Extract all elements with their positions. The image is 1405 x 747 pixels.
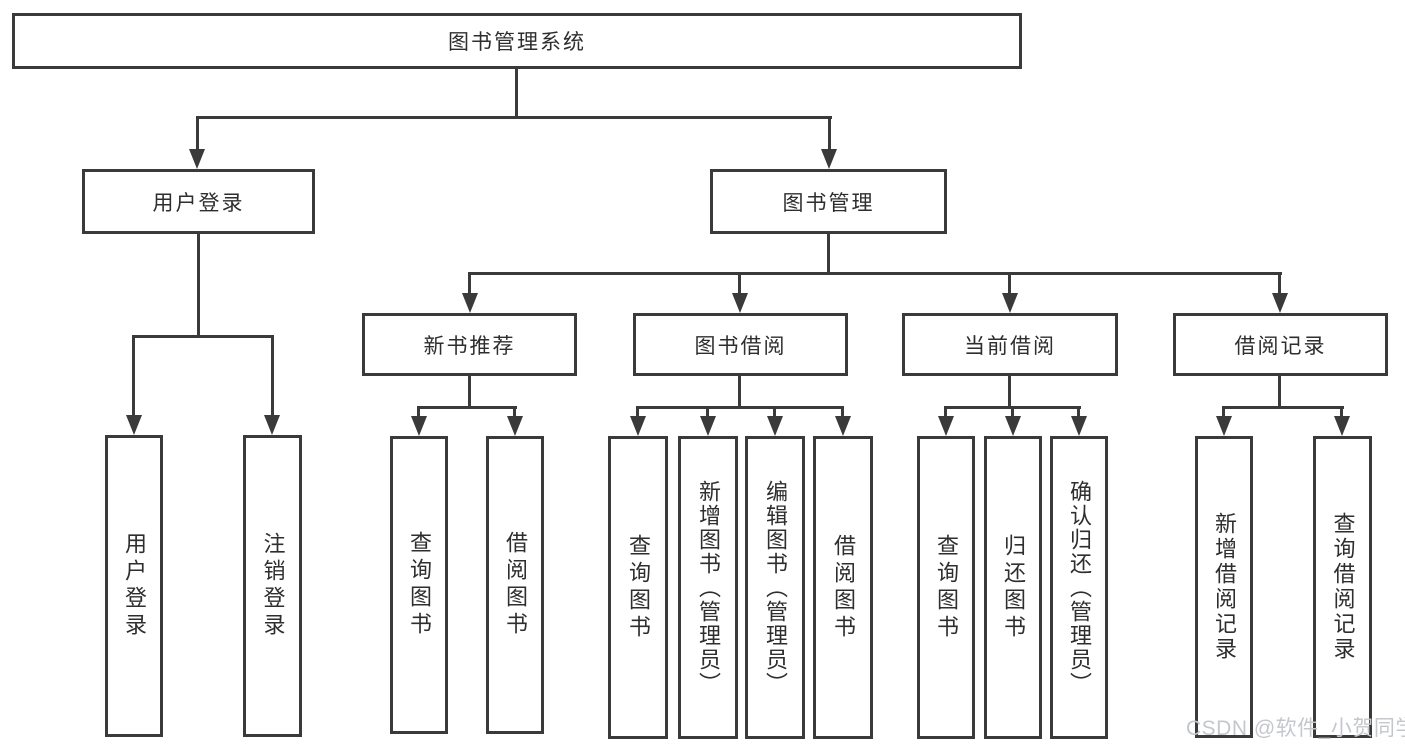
leaf-borrow-book-recommend: 借阅图书 [486,436,544,734]
node-current-borrow-label: 当前借阅 [964,334,1056,358]
leaf-query-book-recommend-label: 查询图书 [407,531,432,639]
connector-line [841,406,844,418]
arrow-down-icon [1071,416,1087,436]
node-book-management: 图书管理 [710,169,947,234]
leaf-return-book-label: 归还图书 [1001,533,1026,642]
arrow-down-icon [835,416,851,436]
connector-line [828,116,831,152]
node-book-management-label: 图书管理 [782,191,875,215]
csdn-watermark: CSDN @软件_小贺同学 [1186,717,1405,740]
leaf-borrow-book-label: 借阅图书 [831,533,856,642]
connector-line [1008,272,1011,297]
connector-line [944,406,947,418]
leaf-query-borrow-record: 查询借阅记录 [1313,436,1372,738]
connector-line [1077,406,1080,418]
node-user-login-label: 用户登录 [152,191,245,215]
leaf-user-login-label: 用户登录 [122,532,147,640]
connector-line [1278,376,1281,409]
connector-line [417,406,420,418]
leaf-add-book-admin: 新增图书（管理员） [678,436,738,739]
leaf-add-book-admin-label: 新增图书（管理员） [696,479,721,696]
leaf-edit-book-admin: 编辑图书（管理员） [745,436,805,739]
connector-line [1340,406,1343,418]
leaf-query-book-current-label: 查询图书 [934,533,959,642]
connector-line [197,233,200,338]
arrow-down-icon [1216,416,1232,436]
arrow-down-icon [732,293,748,313]
arrow-down-icon [700,416,716,436]
connector-line [827,233,830,275]
connector-line [132,335,135,417]
node-library-system: 图书管理系统 [12,13,1022,69]
node-book-borrow: 图书借阅 [633,313,848,376]
connector-line [636,406,639,418]
connector-line [773,406,776,418]
arrow-down-icon [1272,293,1288,313]
arrow-down-icon [411,416,427,436]
connector-line [132,335,274,338]
leaf-return-book: 归还图书 [984,436,1042,739]
node-borrow-record-label: 借阅记录 [1234,334,1327,358]
arrow-down-icon [767,416,783,436]
node-new-book-recommend-label: 新书推荐 [423,334,516,358]
connector-line [417,406,517,409]
node-book-borrow-label: 图书借阅 [694,334,787,358]
leaf-add-borrow-record: 新增借阅记录 [1195,436,1253,738]
node-new-book-recommend: 新书推荐 [362,313,577,376]
connector-line [1011,406,1014,418]
leaf-logout: 注销登录 [243,435,302,737]
connector-line [468,376,471,409]
leaf-confirm-return-admin: 确认归还（管理员） [1050,436,1108,739]
connector-line [1008,376,1011,409]
node-library-system-label: 图书管理系统 [448,31,586,54]
arrow-down-icon [462,293,478,313]
leaf-query-book-current: 查询图书 [917,436,975,739]
arrow-down-icon [630,416,646,436]
leaf-edit-book-admin-label: 编辑图书（管理员） [763,479,788,696]
connector-line [513,406,516,418]
connector-line [706,406,709,418]
connector-line [1222,406,1225,418]
connector-line [196,116,199,152]
connector-line [271,335,274,417]
leaf-add-borrow-record-label: 新增借阅记录 [1212,512,1237,662]
leaf-query-borrow-record-label: 查询借阅记录 [1330,512,1356,662]
arrow-down-icon [189,149,205,169]
leaf-logout-label: 注销登录 [260,532,286,640]
arrow-down-icon [938,416,954,436]
leaf-query-book-recommend: 查询图书 [390,436,448,734]
connector-line [738,376,741,409]
arrow-down-icon [1005,416,1021,436]
arrow-down-icon [821,149,837,169]
connector-line [1222,406,1344,409]
connector-line [196,116,832,119]
arrow-down-icon [126,415,142,435]
arrow-down-icon [1002,293,1018,313]
connector-line [1278,272,1281,297]
leaf-user-login: 用户登录 [105,435,163,737]
leaf-borrow-book-recommend-label: 借阅图书 [503,531,528,639]
connector-line [468,272,1282,275]
connector-line [738,272,741,297]
node-user-login: 用户登录 [82,169,315,234]
connector-line [468,272,471,297]
node-borrow-record: 借阅记录 [1173,313,1388,376]
arrow-down-icon [1334,416,1350,436]
leaf-borrow-book: 借阅图书 [813,436,873,739]
leaf-confirm-return-admin-label: 确认归还（管理员） [1067,479,1092,696]
node-current-borrow: 当前借阅 [902,313,1118,376]
arrow-down-icon [264,415,280,435]
leaf-query-book-borrow-label: 查询图书 [626,533,651,642]
connector-line [515,68,518,118]
leaf-query-book-borrow: 查询图书 [608,436,668,739]
connector-line [636,406,844,409]
arrow-down-icon [507,416,523,436]
